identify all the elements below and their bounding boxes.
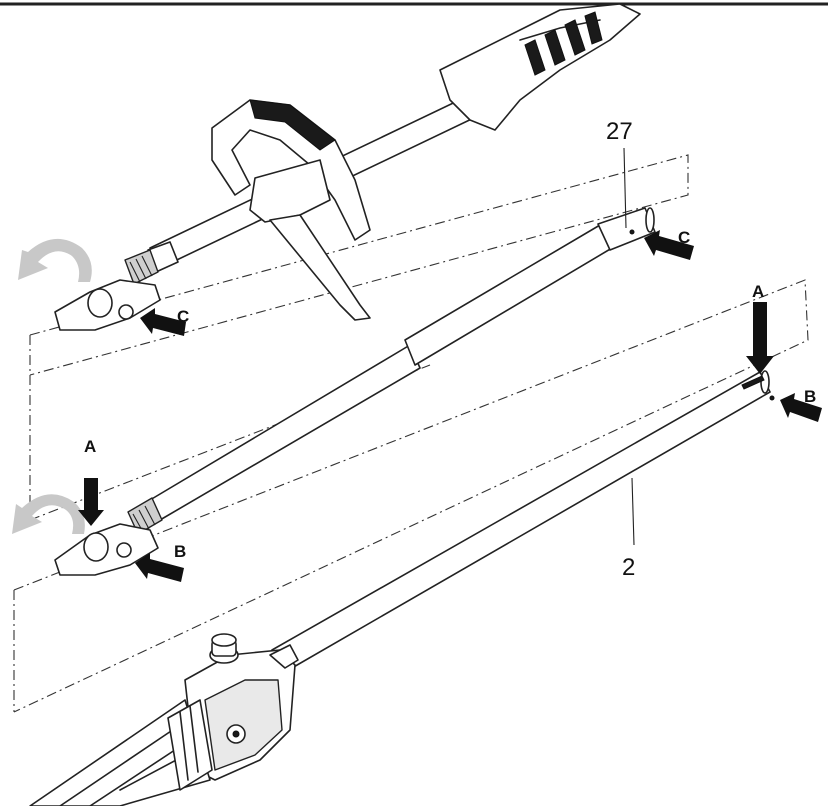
lower-shaft-2 <box>29 370 775 806</box>
leader-2 <box>631 477 635 546</box>
rotate-arrow-upper-icon <box>18 238 92 282</box>
label-a-right: A <box>752 282 764 301</box>
label-a-left: A <box>84 437 96 456</box>
extension-shaft-middle-tube <box>404 224 613 366</box>
label-part-2: 2 <box>622 554 635 581</box>
lower-shaft-tube <box>271 371 771 673</box>
extension-shaft-top-tube <box>597 207 656 251</box>
arrow-c-right-icon <box>644 230 694 260</box>
extension-shaft-pin-hole <box>629 229 635 235</box>
label-b-left: B <box>174 542 186 561</box>
label-b-right: B <box>804 387 816 406</box>
arrow-b-right-icon <box>780 393 822 422</box>
extension-shaft-27 <box>54 207 656 576</box>
label-part-27: 27 <box>606 118 633 145</box>
upper-coupler-knob <box>118 304 134 320</box>
guide-middle <box>29 364 431 521</box>
loop-handle-grip <box>249 99 336 151</box>
leader-lines <box>623 147 635 546</box>
label-c-right: C <box>678 228 690 247</box>
rotate-arrow-lower-icon <box>12 494 85 534</box>
pointer-arrows <box>78 230 822 582</box>
engine-shaft-assembly <box>54 3 641 331</box>
guide-upper <box>29 154 689 376</box>
guide-bar <box>29 699 211 806</box>
label-c-upper: C <box>177 307 189 326</box>
lower-shaft-pin-hole <box>769 395 775 401</box>
leader-27 <box>623 147 627 229</box>
arrow-b-left-icon <box>135 553 184 582</box>
extension-shaft-lower-tube <box>149 344 421 521</box>
lower-coupler-knob <box>116 542 132 558</box>
spring-grip <box>524 11 603 76</box>
lower-shaft-slot <box>741 375 765 390</box>
guide-lower <box>13 279 809 713</box>
upper-coupler-collar <box>124 249 159 285</box>
handle-stem <box>269 214 371 321</box>
arrow-a-right-icon <box>746 302 774 374</box>
alignment-guides <box>13 154 809 713</box>
handle-bracket <box>249 159 331 223</box>
arrow-c-upper-icon <box>140 308 186 336</box>
arrow-a-left-icon <box>78 478 104 526</box>
